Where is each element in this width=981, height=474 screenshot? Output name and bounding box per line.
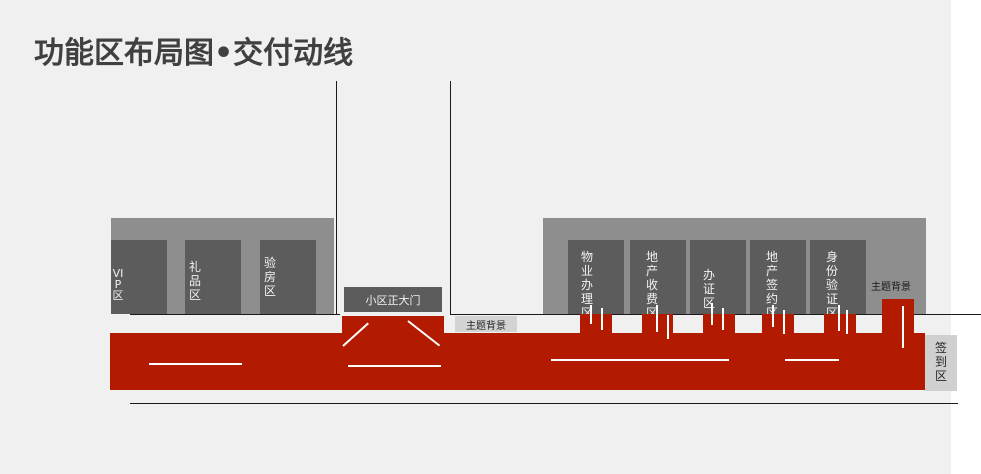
main-gate-label: 小区正大门 — [344, 287, 442, 312]
route-branch-theme — [882, 299, 914, 334]
flow-line-right-long — [551, 359, 729, 361]
bottom-boundary-line — [130, 403, 958, 404]
booth-property-service-label: 物业办理区 — [580, 250, 593, 320]
page-title: 功能区布局图•交付动线 — [34, 36, 354, 71]
flow-tick — [783, 310, 785, 334]
flow-tick — [846, 310, 848, 334]
frontage-line-left — [130, 314, 340, 315]
flow-tick — [656, 305, 658, 332]
booth-certificate-label: 办证区 — [702, 268, 715, 310]
route-branch-contract — [762, 314, 794, 334]
booth-vip-label: VIP区 — [112, 267, 124, 302]
gate-boundary-line-left — [336, 81, 337, 315]
booth-gift: 礼品区 — [185, 240, 241, 314]
checkin-area-label: 签到区 — [934, 341, 947, 383]
flow-tick — [590, 305, 592, 324]
flow-tick — [601, 308, 603, 330]
booth-payment: 地产收费区 — [630, 240, 686, 320]
theme-backdrop-tag-center: 主题背景 — [455, 316, 517, 332]
gate-boundary-line-right — [450, 81, 451, 315]
flow-tick — [667, 315, 669, 339]
booth-house-inspection: 验房区 — [260, 240, 316, 314]
flow-line-gate — [348, 365, 441, 367]
booth-contract-signing: 地产签约区 — [750, 240, 806, 320]
flow-line-right-short — [785, 359, 839, 361]
flow-tick — [711, 303, 713, 325]
route-band-main — [110, 333, 925, 390]
flow-tick — [772, 305, 774, 327]
left-function-block: VIP区 礼品区 验房区 — [111, 218, 334, 314]
booth-vip: VIP区 — [111, 240, 167, 314]
booth-identity-verification: 身份验证区 — [810, 240, 866, 320]
route-branch-certificate — [703, 314, 735, 334]
booth-house-inspection-label: 验房区 — [263, 256, 276, 298]
flow-line-left — [149, 363, 242, 365]
theme-backdrop-label: 主题背景 — [871, 282, 911, 293]
booth-property-service: 物业办理区 — [568, 240, 624, 320]
flow-tick — [902, 306, 904, 348]
booth-identity-verification-label: 身份验证区 — [825, 250, 838, 320]
booth-certificate: 办证区 — [690, 240, 746, 314]
checkin-area: 签到区 — [925, 335, 957, 391]
flow-tick — [722, 308, 724, 330]
right-function-block: 物业办理区 地产收费区 办证区 地产签约区 身份验证区 主题背景 — [543, 218, 926, 320]
route-branch-identity — [824, 314, 856, 334]
booth-gift-label: 礼品区 — [188, 260, 201, 302]
route-branch-property — [580, 314, 612, 334]
flow-tick — [838, 305, 840, 331]
